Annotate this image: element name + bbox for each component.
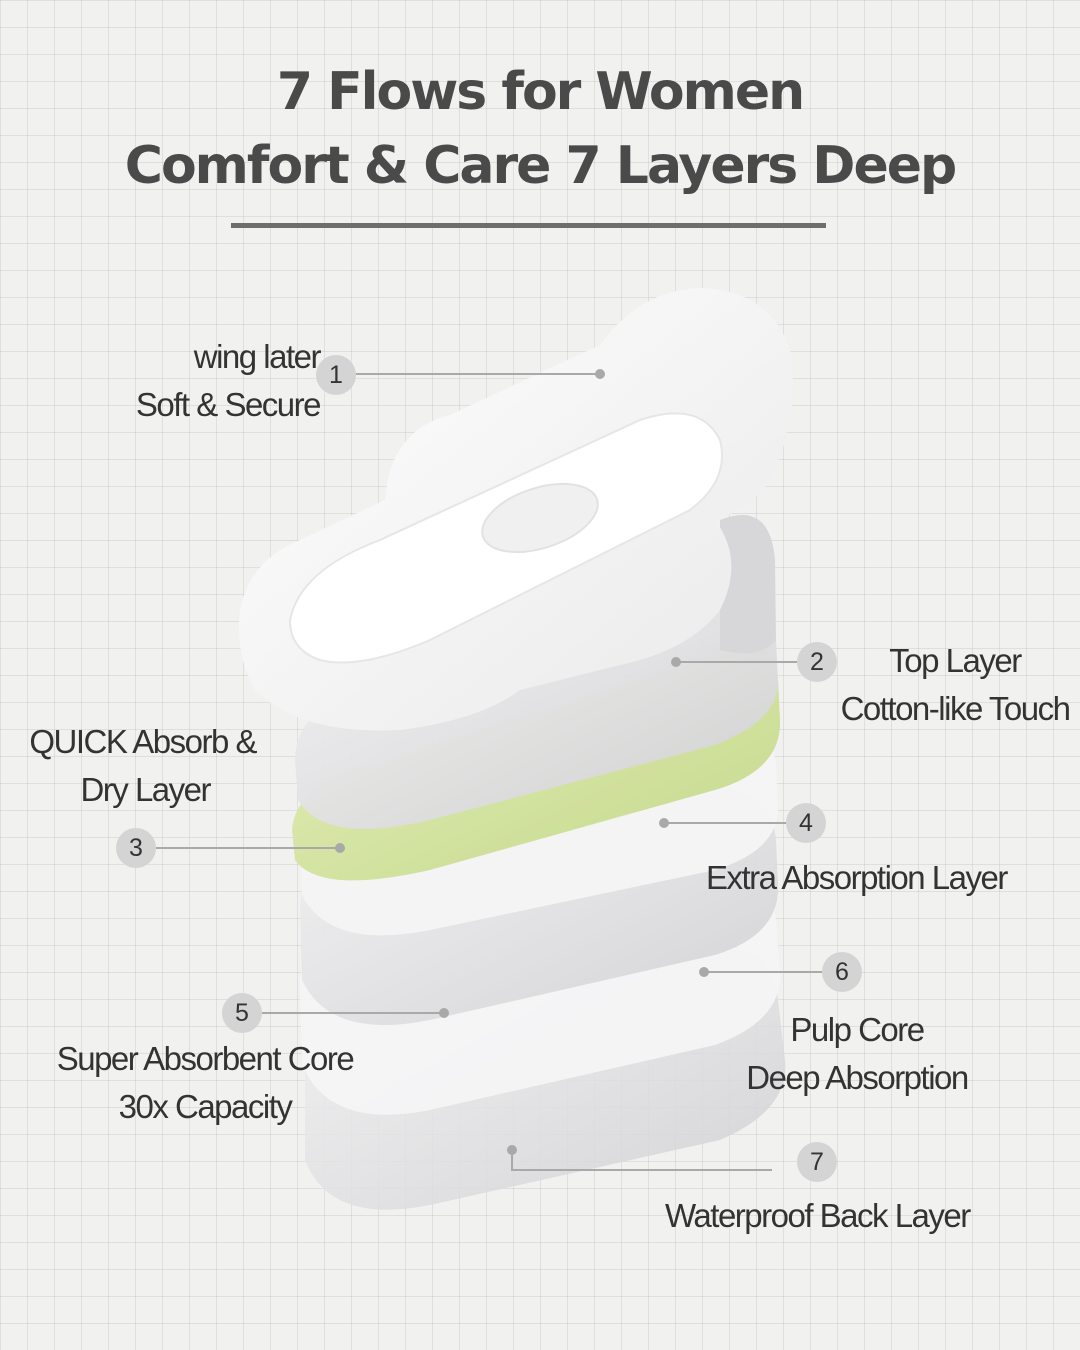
layer-2-label: Top Layer Cotton-like Touch — [832, 637, 1078, 733]
layer-7-title: Waterproof Back Layer — [665, 1192, 1005, 1240]
layer-4-label: Extra Absorption Layer — [706, 854, 1036, 902]
layer-number-badge-3: 3 — [116, 828, 156, 868]
layer-number-badge-4: 4 — [786, 803, 826, 843]
layer-3-subtitle: Dry Layer — [20, 766, 256, 814]
layer-number-badge-1: 1 — [316, 355, 356, 395]
layer-number-badge-5: 5 — [222, 993, 262, 1033]
layer-5-label: Super Absorbent Core 30x Capacity — [40, 1035, 370, 1131]
layer-1-subtitle: Soft & Secure — [100, 381, 320, 429]
layer-1-title: wing later — [100, 333, 320, 381]
layer-3-title: QUICK Absorb & — [20, 718, 256, 766]
layer-number-badge-2: 2 — [797, 642, 837, 682]
layer-number-badge-7: 7 — [797, 1142, 837, 1182]
layer-6-title: Pulp Core — [730, 1006, 984, 1054]
layer-4-title: Extra Absorption Layer — [706, 854, 1036, 902]
layer-1-label: wing later Soft & Secure — [100, 333, 320, 429]
layer-number-badge-6: 6 — [822, 952, 862, 992]
layer-5-subtitle: 30x Capacity — [40, 1083, 370, 1131]
layer-3-label: QUICK Absorb & Dry Layer — [20, 718, 256, 814]
layer-2-subtitle: Cotton-like Touch — [832, 685, 1078, 733]
layer-6-label: Pulp Core Deep Absorption — [730, 1006, 984, 1102]
layer-2-title: Top Layer — [832, 637, 1078, 685]
layer-6-subtitle: Deep Absorption — [730, 1054, 984, 1102]
layer-7-label: Waterproof Back Layer — [665, 1192, 1005, 1240]
layer-5-title: Super Absorbent Core — [40, 1035, 370, 1083]
